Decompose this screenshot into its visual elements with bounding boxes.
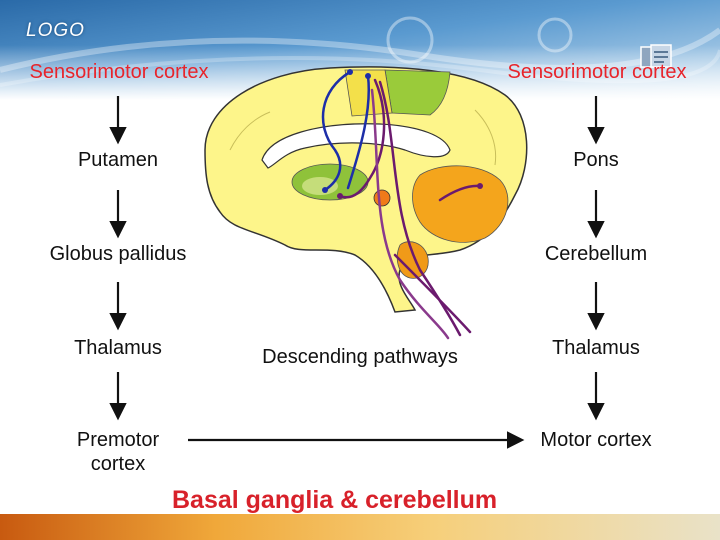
cerebellum-label: Cerebellum [544,243,648,265]
left-sensorimotor-cortex-label: Sensorimotor cortex [29,61,209,83]
document-stack-icon [640,44,672,68]
motor-cortex-label: Motor cortex [540,429,652,451]
premotor-cortex-label: Premotor cortex [40,428,196,476]
right-sensorimotor-cortex-label: Sensorimotor cortex [507,61,687,83]
brain-illustration [204,66,528,313]
left-thalamus-label: Thalamus [74,337,162,359]
putamen-label: Putamen [77,149,159,171]
premotor-label-line1: Premotor [76,429,160,451]
premotor-label-line2: cortex [90,453,146,475]
pathway-lines [321,69,483,340]
pons-label: Pons [573,149,619,171]
logo: LOGO [26,20,85,41]
footer-bar [0,514,720,540]
descending-pathways-label: Descending pathways [262,346,458,368]
globus-pallidus-label: Globus pallidus [49,243,187,265]
right-thalamus-label: Thalamus [552,337,640,359]
slide-title: Basal ganglia & cerebellum [172,486,498,514]
